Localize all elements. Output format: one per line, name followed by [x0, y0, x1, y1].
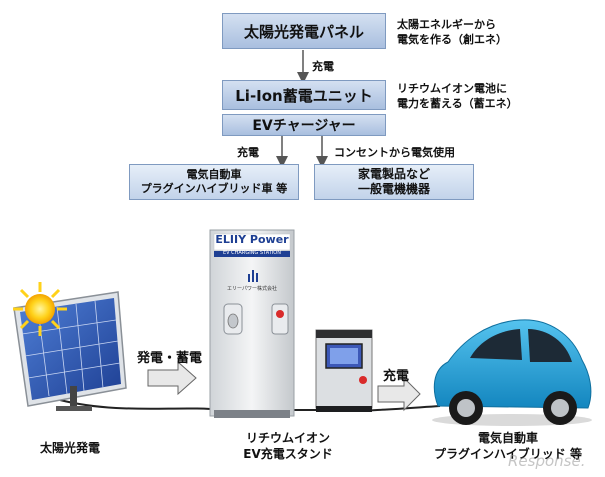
station-sub: EV CHARGING STATION [223, 250, 281, 256]
ev-charger-label: EVチャージャー [252, 118, 356, 134]
system-illustration [13, 229, 592, 426]
ev-charger-box: EVチャージャー [222, 114, 386, 136]
appliance-line2: 一般電機機器 [357, 182, 430, 196]
caption-station: リチウムイオン EV充電スタンド [243, 431, 333, 461]
arrow-generation-storage [147, 360, 197, 396]
ev-target-box: 電気自動車 プラグインハイブリッド車 等 [129, 164, 299, 200]
solar-panel-label: 太陽光発電パネル [243, 22, 364, 41]
charging-station-illustration [209, 229, 295, 418]
battery-unit-note: リチウムイオン電池に 電力を蓄える（蓄エネ） [397, 82, 518, 110]
arrow-charge [377, 376, 421, 412]
station-company: エリーパワー株式会社 [227, 286, 277, 292]
ev-car-illustration [432, 319, 592, 426]
appliance-line1: 家電製品など [357, 167, 430, 181]
arrow-gen-store-label: 発電・蓄電 [137, 351, 203, 366]
charge-label-top: 充電 [312, 60, 334, 73]
outlet-label: コンセントから電気使用 [334, 146, 455, 159]
watermark: Response. [508, 452, 586, 470]
ev-target-line1: 電気自動車 [186, 168, 242, 181]
battery-unit-illustration [315, 329, 373, 412]
battery-unit-label: Li-Ion蓄電ユニット [235, 86, 373, 105]
caption-car: 電気自動車 プラグインハイブリッド 等 [434, 431, 582, 461]
solar-panel-box: 太陽光発電パネル [222, 13, 386, 49]
flow-arrows [276, 50, 328, 168]
battery-unit-box: Li-Ion蓄電ユニット [222, 80, 386, 110]
solar-panel-note: 太陽エネルギーから 電気を作る（創エネ） [397, 18, 507, 46]
charge-label-mid: 充電 [237, 146, 259, 159]
caption-solar: 太陽光発電 [40, 441, 101, 455]
ev-target-line2: プラグインハイブリッド車 等 [140, 182, 288, 195]
station-brand: ELIIY Power [215, 233, 289, 246]
arrow-charge-label: 充電 [383, 369, 410, 384]
appliance-box: 家電製品など 一般電機機器 [314, 164, 474, 200]
sun-icon [13, 282, 67, 336]
